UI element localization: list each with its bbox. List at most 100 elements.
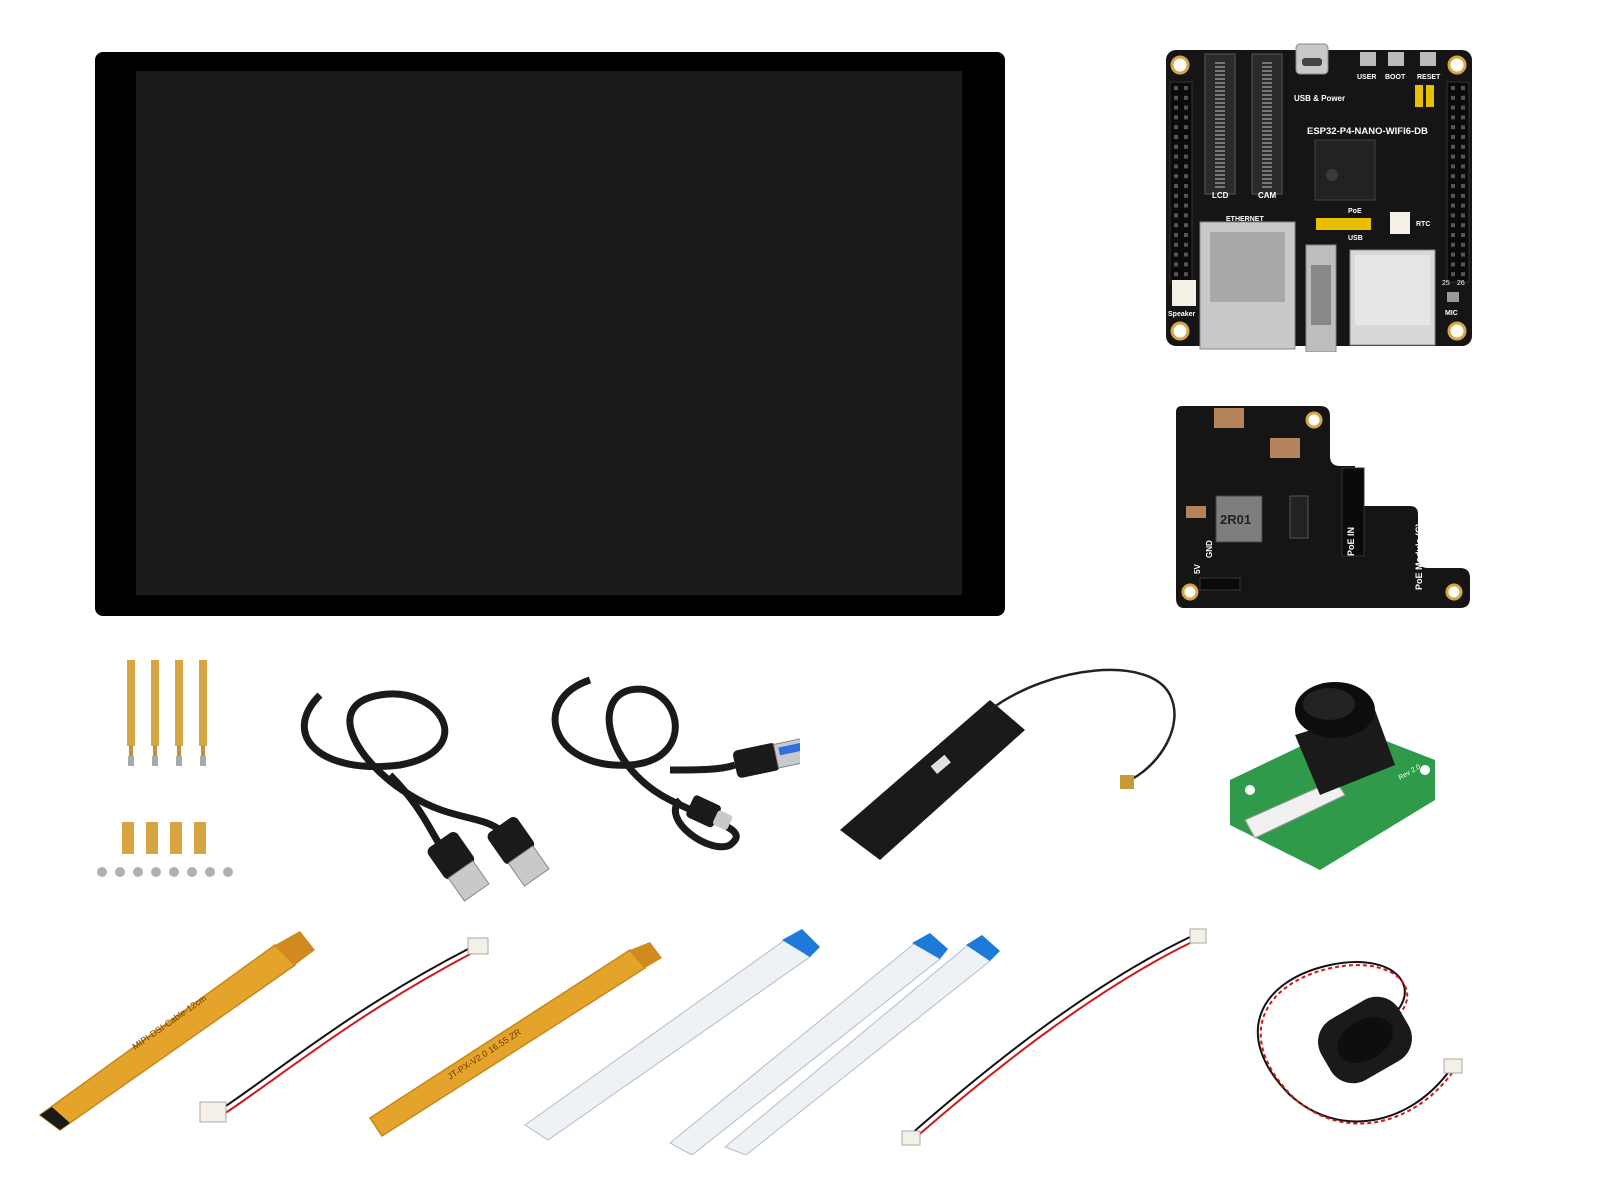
lcd-display bbox=[95, 52, 1005, 616]
poe-header bbox=[1316, 218, 1371, 230]
header-pin bbox=[1461, 164, 1465, 169]
header-pin bbox=[1461, 203, 1465, 208]
header-pin bbox=[1174, 203, 1178, 208]
long-standoffs bbox=[127, 660, 207, 756]
header-pin bbox=[1461, 115, 1465, 120]
header-pin bbox=[1184, 272, 1188, 277]
usb-c-cable bbox=[551, 676, 800, 851]
poe-label: PoE bbox=[1348, 208, 1362, 215]
usb-a-plug bbox=[733, 737, 800, 778]
poe-module-board: 2R01 GND 5V PoE IN PoE Module (C) bbox=[1176, 406, 1470, 608]
esp32-chip bbox=[1314, 139, 1376, 201]
usb-power-label: USB & Power bbox=[1294, 94, 1345, 103]
header-pin bbox=[1174, 184, 1178, 188]
wire-connector-1 bbox=[901, 1130, 921, 1146]
header-pin bbox=[1461, 252, 1465, 257]
ethernet-label: ETHERNET bbox=[1226, 216, 1264, 223]
header-pin bbox=[1451, 144, 1455, 149]
header-pin bbox=[1461, 154, 1465, 159]
short-standoffs bbox=[122, 822, 206, 854]
mount-hole bbox=[1445, 583, 1463, 601]
header-pin bbox=[1174, 174, 1178, 179]
header-pin bbox=[1184, 95, 1188, 100]
speaker-label: Speaker bbox=[1168, 311, 1196, 318]
header-pin bbox=[1184, 115, 1188, 120]
inductor-label: 2R01 bbox=[1220, 512, 1251, 527]
header-pin bbox=[1451, 86, 1455, 90]
gnd-label: GND bbox=[1205, 540, 1214, 558]
rtc-connector bbox=[1390, 212, 1410, 234]
header-pin bbox=[1174, 252, 1178, 257]
fpc-cable-2: JT-PX-V2.0 16.55 ZR bbox=[368, 942, 662, 1138]
wire-connector-1 bbox=[199, 1101, 227, 1123]
ffc-cable-1 bbox=[524, 929, 820, 1141]
header-pin bbox=[1174, 95, 1178, 100]
header-pin bbox=[1461, 95, 1465, 100]
inductor bbox=[1215, 495, 1263, 543]
header-pin bbox=[1174, 105, 1178, 110]
v5-label: 5V bbox=[1193, 564, 1202, 574]
header-pin bbox=[1174, 233, 1178, 237]
mic-label: MIC bbox=[1445, 310, 1458, 317]
two-pin-wire bbox=[199, 937, 489, 1123]
right-pin-header bbox=[1446, 81, 1470, 283]
header-pin bbox=[1451, 154, 1455, 159]
header-pin bbox=[1174, 213, 1178, 218]
header-pin bbox=[1461, 272, 1465, 277]
header-pin bbox=[1461, 174, 1465, 179]
header-pin bbox=[1184, 135, 1188, 139]
speaker-connector bbox=[1172, 280, 1196, 306]
header-pin bbox=[1184, 193, 1188, 198]
wire-connector-2 bbox=[1189, 928, 1207, 944]
lcd-label: LCD bbox=[1212, 191, 1229, 200]
mount-hole bbox=[1305, 411, 1323, 429]
header-pin bbox=[1451, 105, 1455, 110]
header-pin bbox=[1461, 233, 1465, 237]
header-pin bbox=[1461, 223, 1465, 228]
pin-25-label: 25 bbox=[1442, 280, 1450, 287]
pin-26-label: 26 bbox=[1457, 280, 1465, 287]
header-pin bbox=[1451, 252, 1455, 257]
header-pin bbox=[1184, 154, 1188, 159]
header-pin bbox=[1451, 164, 1455, 169]
speaker bbox=[1257, 961, 1463, 1125]
antenna-wire bbox=[989, 668, 1176, 782]
header-pin bbox=[1184, 213, 1188, 218]
header-pin bbox=[1451, 135, 1455, 139]
header-pin bbox=[1174, 86, 1178, 90]
header-pin bbox=[1174, 115, 1178, 120]
header-pin bbox=[1461, 242, 1465, 247]
header-pin bbox=[1184, 164, 1188, 169]
reset-label: RESET bbox=[1417, 74, 1441, 81]
header-pin bbox=[1174, 242, 1178, 247]
header-pin bbox=[1451, 125, 1455, 130]
mount-hole bbox=[1447, 321, 1467, 341]
header-pin bbox=[1174, 164, 1178, 169]
wire-connector-2 bbox=[467, 937, 489, 955]
mic bbox=[1447, 292, 1459, 302]
header-pin bbox=[1174, 223, 1178, 228]
header-pin bbox=[1461, 193, 1465, 198]
header-pin bbox=[1461, 105, 1465, 110]
header-pin bbox=[1451, 262, 1455, 267]
header-pin bbox=[1461, 213, 1465, 218]
esp32-p4-board: USB & Power USER BOOT RESET ESP32-P4-NAN… bbox=[1166, 43, 1472, 352]
header-pin bbox=[1461, 135, 1465, 139]
header-pin bbox=[1184, 262, 1188, 267]
antenna-flex-pad bbox=[840, 700, 1025, 860]
header-pin bbox=[1461, 262, 1465, 267]
header-pin bbox=[1174, 272, 1178, 277]
wifi-antenna bbox=[840, 668, 1176, 860]
header-pin bbox=[1184, 86, 1188, 90]
reset-button bbox=[1420, 52, 1436, 66]
header-pin bbox=[1174, 144, 1178, 149]
rtc-label: RTC bbox=[1416, 221, 1430, 228]
header-pin bbox=[1461, 184, 1465, 188]
header-pin bbox=[1451, 242, 1455, 247]
boot-button bbox=[1388, 52, 1404, 66]
header-pin bbox=[1451, 95, 1455, 100]
header-pin bbox=[1184, 184, 1188, 188]
header-pin bbox=[1451, 184, 1455, 188]
header-pin bbox=[1174, 154, 1178, 159]
screws bbox=[97, 867, 233, 877]
